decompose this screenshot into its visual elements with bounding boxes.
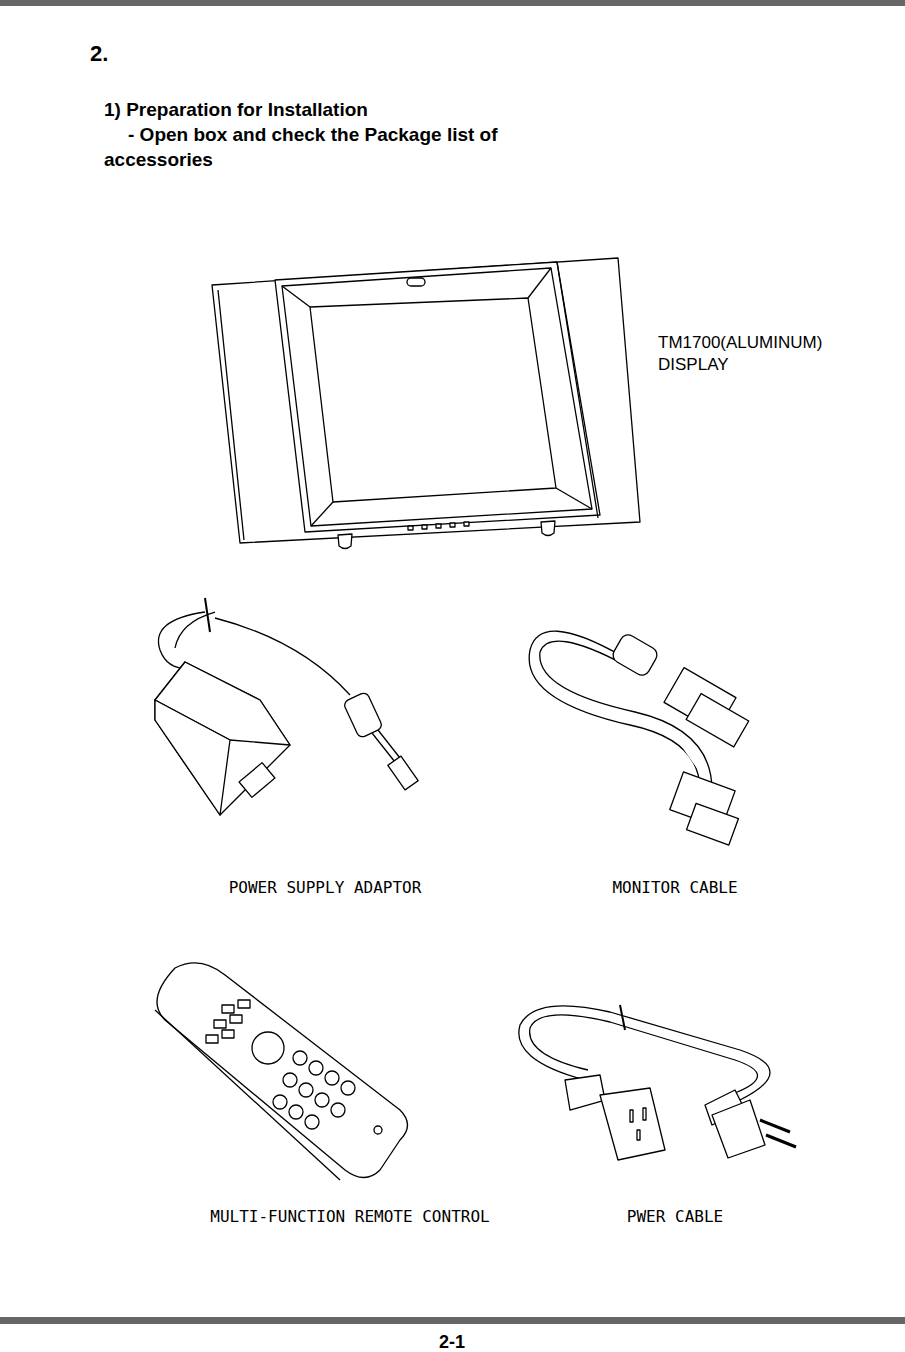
part-name: MULTI-FUNCTION REMOTE CONTROL [180,1207,520,1228]
part-name: POWER SUPPLY ADAPTOR [185,878,465,899]
section-heading: 1) Preparation for Installation [104,98,368,123]
section-number: 2. [90,40,108,69]
instruction-text: - Open box and check the Package list of… [104,123,574,172]
page-number: 2-1 [402,1331,502,1352]
part-name: PWER CABLE [545,1207,805,1228]
part-name: TM1700(ALUMINUM) DISPLAY [658,332,838,376]
part-name: MONITOR CABLE [545,878,805,899]
